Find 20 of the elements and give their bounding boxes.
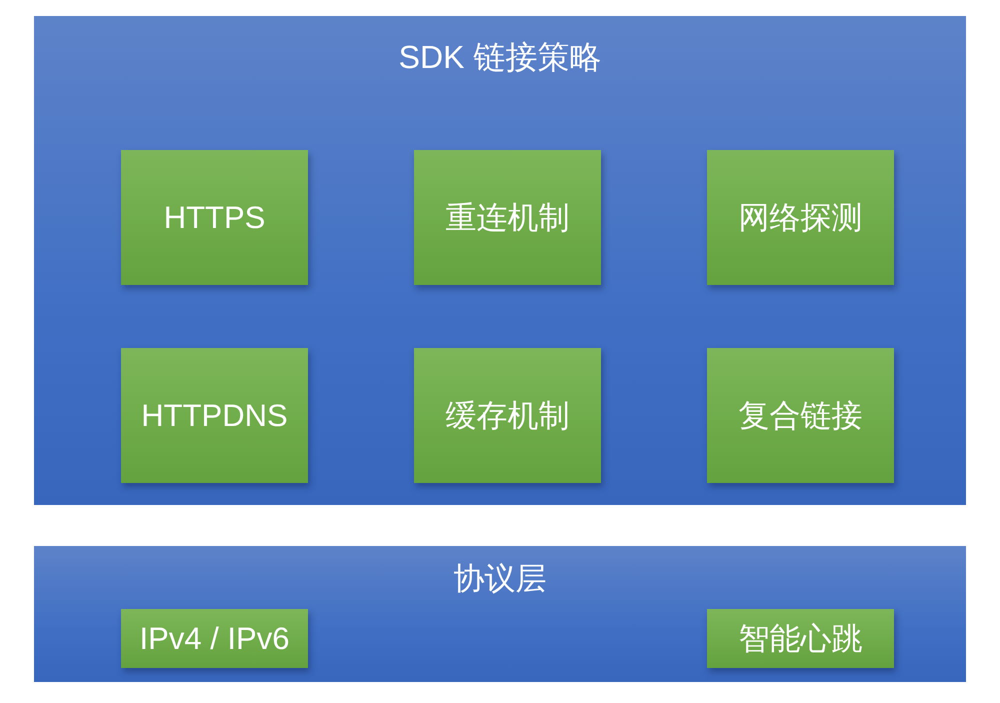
module-box	[707, 609, 894, 668]
module-box	[121, 348, 308, 483]
module-box	[121, 609, 308, 668]
module-label: 重连机制	[446, 198, 570, 236]
module-label: 网络探测	[738, 198, 862, 236]
module-box	[414, 150, 601, 285]
module-box	[707, 150, 894, 285]
module-box	[121, 150, 308, 285]
module-box	[707, 348, 894, 483]
layer-title: 协议层	[454, 561, 546, 596]
layer-panel	[34, 546, 966, 682]
layer-panel	[34, 16, 966, 505]
layer-title: SDK 链接策略	[398, 39, 602, 75]
module-label: HTTPS	[164, 200, 266, 236]
module-label: HTTPDNS	[141, 398, 288, 434]
module-box	[414, 348, 601, 483]
module-label: 智能心跳	[738, 620, 862, 658]
module-label: 复合链接	[738, 396, 862, 434]
module-label: 缓存机制	[446, 396, 570, 434]
module-label: IPv4 / IPv6	[140, 620, 290, 656]
